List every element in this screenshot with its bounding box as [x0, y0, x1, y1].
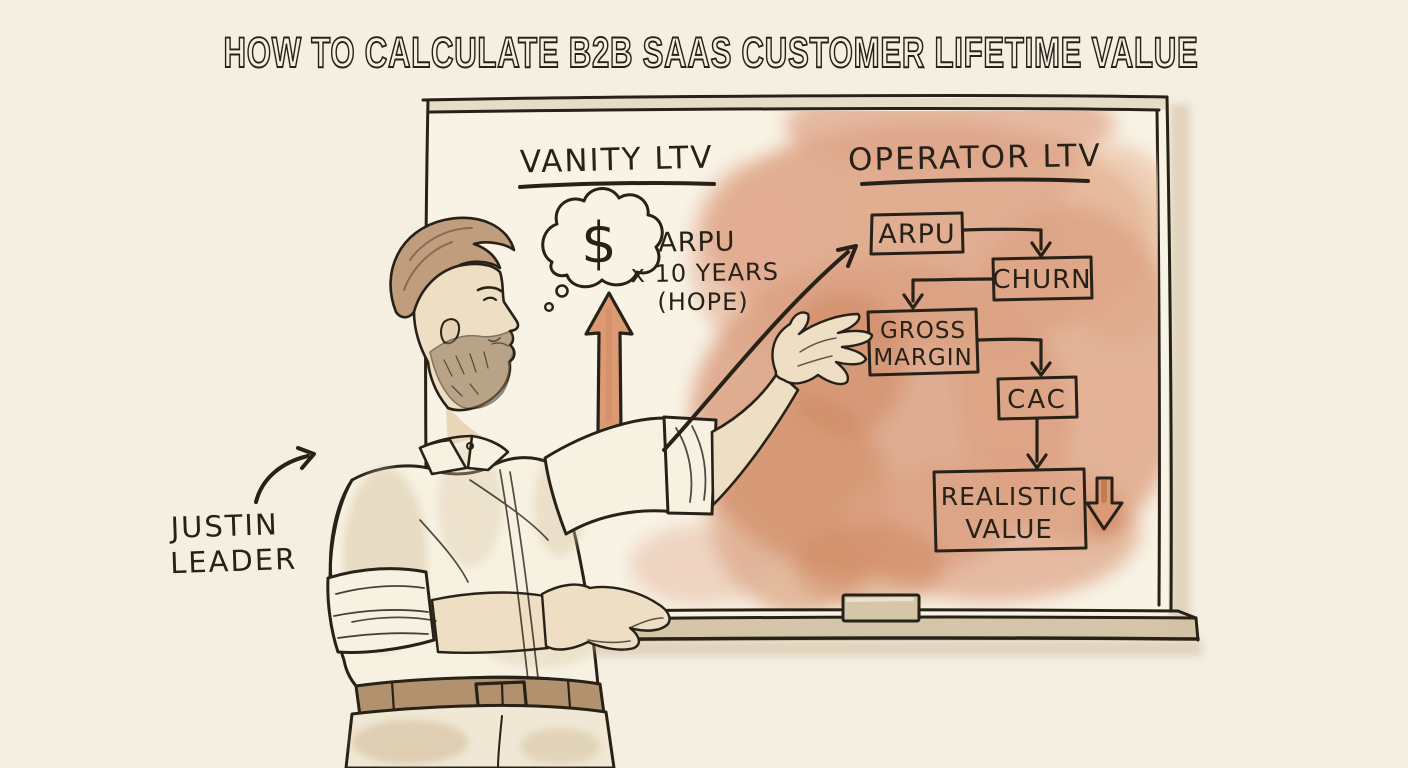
hair-strokes — [403, 227, 473, 291]
hand-right-lines — [797, 337, 837, 367]
eyebrow — [476, 286, 503, 293]
label-arrowhead — [296, 446, 316, 470]
cac-box-label: CAC — [1007, 385, 1067, 415]
down-arrow-icon — [1085, 476, 1124, 531]
eye — [482, 296, 498, 302]
collar-button — [466, 442, 474, 450]
dollar-sign: $ — [581, 211, 617, 276]
board-frame-fill — [428, 98, 1166, 110]
arpu-box: ARPU — [869, 211, 965, 256]
eraser — [841, 593, 921, 623]
realistic-value-line2: VALUE — [965, 515, 1053, 545]
flow-connectors — [902, 227, 1052, 470]
shirt-folds — [351, 469, 549, 681]
arrowhead-churn — [1030, 241, 1052, 258]
realistic-value-line1: REALISTIC — [941, 482, 1078, 511]
realistic-value-box: REALISTIC VALUE — [932, 467, 1088, 553]
trouser-shading — [352, 720, 600, 764]
operator-heading: OPERATOR LTV — [848, 138, 1102, 178]
connector-gross-cac — [976, 337, 1043, 371]
forearm-right — [710, 370, 800, 507]
vanity-section: VANITY LTV $ ARPU x 10 YEARS (HOPE) — [518, 139, 780, 434]
connector-arpu-churn — [962, 227, 1043, 251]
presenter-name-line2: LEADER — [170, 542, 298, 580]
vanity-heading: VANITY LTV — [519, 139, 714, 180]
beard-hatching — [443, 342, 509, 397]
page-title: HOW TO CALCULATE B2B SAAS CUSTOMER LIFET… — [224, 29, 1199, 77]
trouser-fly — [497, 715, 503, 768]
vanity-underline — [518, 181, 716, 189]
hand-left — [540, 583, 671, 651]
hand-left-lines — [587, 617, 664, 644]
gross-margin-box: GROSS MARGIN — [866, 307, 980, 377]
sleeve-right — [543, 416, 676, 536]
gross-margin-line2: MARGIN — [873, 345, 972, 371]
churn-box-label: CHURN — [992, 265, 1091, 295]
arpu-box-label: ARPU — [878, 219, 955, 250]
beard — [429, 330, 514, 410]
vanity-years-label: x 10 YEARS — [631, 258, 780, 289]
collar-right — [466, 434, 510, 472]
collar-left — [418, 438, 468, 476]
sleeve-left-edge — [328, 478, 354, 580]
vanity-arpu-label: ARPU — [658, 226, 736, 258]
arrowhead-gross — [902, 293, 924, 310]
thought-cloud: $ — [541, 187, 664, 313]
presenter-label: JUSTIN LEADER — [168, 446, 316, 580]
label-arrow — [254, 454, 310, 504]
gross-margin-line1: GROSS — [880, 318, 966, 344]
churn-box: CHURN — [991, 255, 1094, 302]
connector-churn-gross — [911, 277, 994, 303]
pointer-arrow — [662, 250, 850, 452]
operator-section: OPERATOR LTV ARPU CHURN GROSS MARGIN CAC — [848, 138, 1124, 553]
cac-box: CAC — [996, 375, 1079, 421]
pointer-arrowhead — [836, 244, 858, 268]
presenter-name-line1: JUSTIN — [168, 507, 279, 545]
board-shadow-right — [1170, 104, 1190, 634]
arrowhead-cac — [1030, 361, 1052, 377]
sleeve-fold-lines — [333, 585, 429, 639]
operator-underline — [860, 177, 1090, 186]
vanity-hope-label: (HOPE) — [657, 288, 748, 316]
presenter-figure — [326, 216, 874, 768]
arrowhead-realistic — [1026, 453, 1048, 470]
